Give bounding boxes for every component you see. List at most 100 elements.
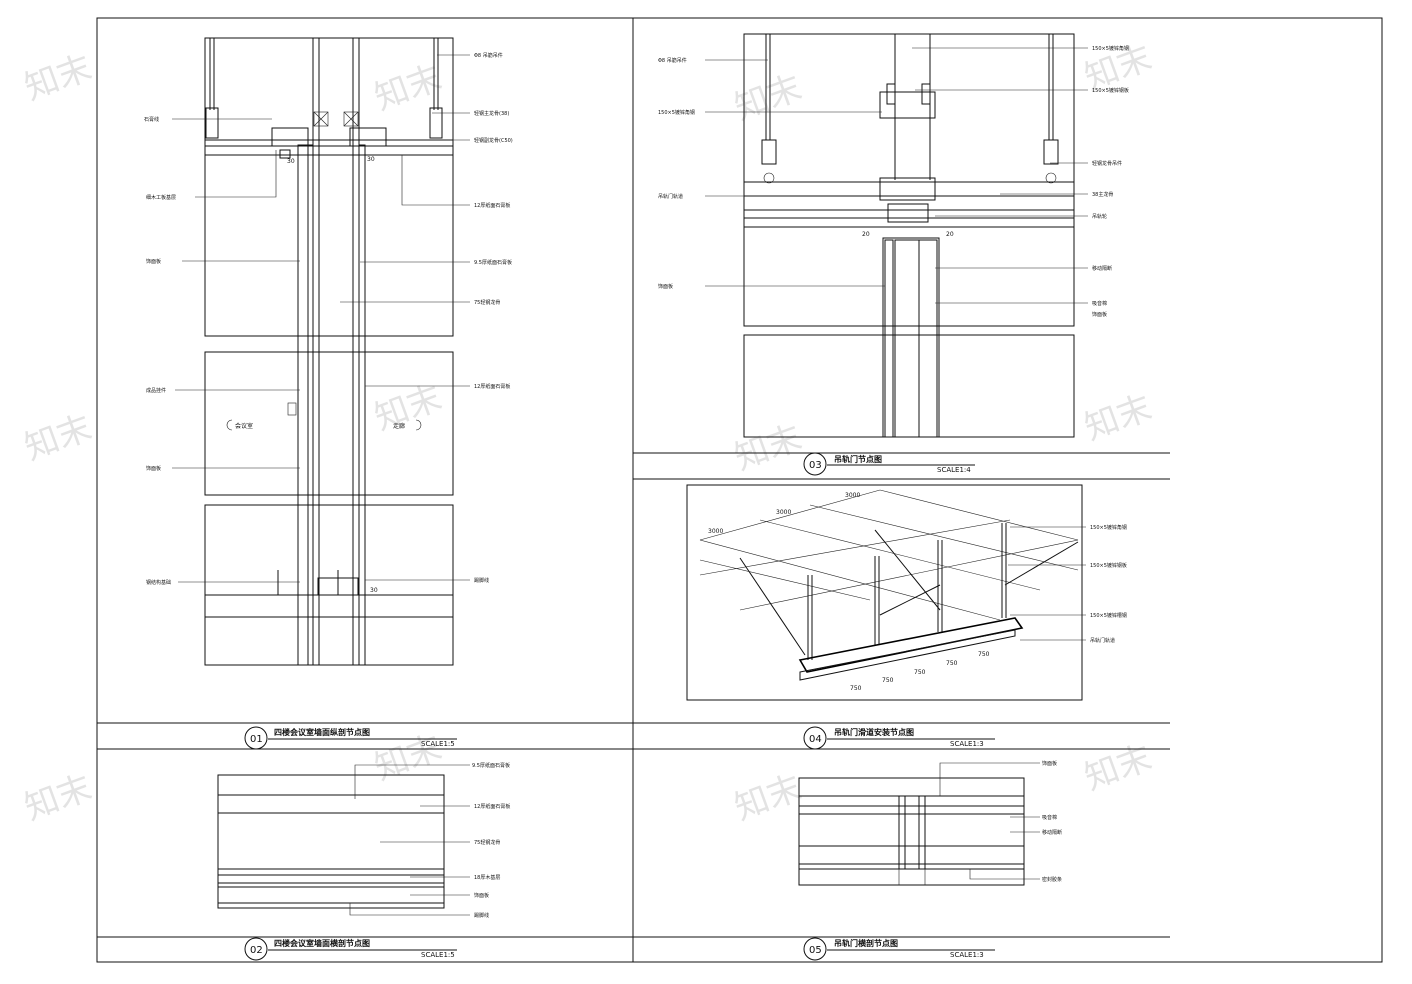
d01-label: 石膏线 [144, 116, 159, 123]
d03-label: Φ8 吊筋吊件 [658, 57, 687, 64]
d01-label: 轻钢主龙骨(38) [474, 110, 509, 117]
d02-label: 12厚纸面石膏板 [474, 803, 510, 810]
d04-label: 150×5镀锌槽钢 [1090, 612, 1127, 619]
d02-number-circle [244, 937, 268, 961]
d01-label: 12厚纸面石膏板 [474, 202, 510, 209]
d04-label: 150×5镀锌角钢 [1090, 524, 1127, 531]
watermarks: 知末 知末 知末 知末 知末 知末 知末 知末 知末 知末 知末 知末 [19, 38, 1157, 829]
watermark: 知末 [729, 68, 807, 129]
watermark: 知末 [369, 378, 447, 439]
d01-room-left: 会议室 [235, 422, 253, 430]
d02-gypsum-board [217, 794, 445, 814]
d05-number-circle [803, 937, 827, 961]
d01-dim: 30 [367, 156, 375, 163]
d01-label: 细木工板基层 [146, 194, 176, 201]
d05-scale: SCALE1:3 [950, 951, 984, 959]
watermark: 知末 [729, 768, 807, 829]
d04-dim: 3000 [708, 528, 723, 535]
d03-panel-top [743, 33, 1075, 327]
d04-frame [686, 484, 1083, 701]
d01-label: 成品挂件 [146, 387, 166, 394]
detail-05: 饰面板 吸音棉 移动隔断 密封胶条 05 吊轨门横剖节点图 SCALE1:3 [798, 760, 1062, 961]
d04-track-rail [798, 617, 1024, 673]
d01-label: 轻钢副龙骨(C50) [474, 137, 513, 144]
detail-03: 20 20 Φ8 吊筋吊件 150×5镀锌角钢 吊轨门轨道 饰面板 150×5镀… [658, 33, 1129, 476]
d02-label: 踢脚线 [474, 912, 489, 919]
d03-label: 移动隔断 [1092, 265, 1112, 272]
d01-label: 饰面板 [146, 258, 161, 265]
d01-dim: 30 [370, 587, 378, 594]
d03-label: 38主龙骨 [1092, 191, 1113, 198]
d04-dim: 750 [882, 677, 894, 684]
watermark: 知末 [19, 768, 97, 829]
d03-label: 吊轨轮 [1092, 213, 1107, 220]
d01-scale: SCALE1:5 [421, 740, 455, 748]
d03-label: 吊轨门轨道 [658, 193, 683, 200]
d01-number-circle [244, 726, 268, 750]
d04-scale: SCALE1:3 [950, 740, 984, 748]
d04-number-circle [803, 726, 827, 750]
d01-finish-panel [297, 144, 309, 666]
d05-title: 吊轨门横剖节点图 [834, 938, 898, 948]
watermark: 知末 [1079, 738, 1157, 799]
d04-dim: 3000 [845, 492, 860, 499]
d02-label: 75轻钢龙骨 [474, 839, 500, 846]
d01-label: 踢脚线 [474, 577, 489, 584]
d04-label: 150×5镀锌钢板 [1090, 562, 1127, 569]
d02-scale: SCALE1:5 [421, 951, 455, 959]
watermark: 知末 [369, 58, 447, 119]
d05-partition [798, 845, 1025, 865]
watermark: 知末 [1079, 388, 1157, 449]
d05-seal [904, 795, 920, 870]
d01-panel-bottom [204, 504, 454, 666]
d03-label: 饰面板 [658, 283, 673, 290]
d03-dim: 20 [862, 231, 870, 238]
watermark: 知末 [369, 728, 447, 789]
d01-number: 01 [250, 734, 263, 745]
d01-dim: 30 [287, 158, 295, 165]
d03-label: 150×5镀锌角钢 [1092, 45, 1129, 52]
d04-title: 吊轨门滑道安装节点图 [834, 727, 914, 737]
d05-label: 吸音棉 [1042, 814, 1057, 821]
d02-insulation [217, 812, 445, 870]
watermark: 知末 [729, 418, 807, 479]
d01-label: Φ8 吊筋吊件 [474, 52, 503, 59]
d04-dim: 3000 [776, 509, 791, 516]
d02-label: 18厚木基层 [474, 874, 500, 881]
d04-dim: 750 [914, 669, 926, 676]
d04-dim: 750 [978, 651, 990, 658]
d03-label: 轻钢龙骨吊件 [1092, 160, 1122, 167]
d01-ceiling-board [204, 145, 454, 156]
d03-label: 饰面板 [1092, 311, 1107, 318]
d03-number: 03 [809, 460, 822, 471]
d01-label: 饰面板 [146, 465, 161, 472]
d03-title: 吊轨门节点图 [834, 454, 882, 464]
d02-number: 02 [250, 945, 263, 956]
d01-floor-slab [204, 616, 454, 666]
sheet-border [96, 17, 1383, 963]
d05-label: 饰面板 [1042, 760, 1057, 767]
d03-door-leaf [882, 237, 940, 438]
d05-label: 移动隔断 [1042, 829, 1062, 836]
d01-room-right: 走廊 [393, 422, 405, 430]
d05-number: 05 [809, 945, 822, 956]
watermark: 知末 [19, 48, 97, 109]
d03-track [879, 177, 936, 201]
d02-label: 9.5厚纸面石膏板 [472, 762, 510, 769]
watermark: 知末 [19, 408, 97, 469]
detail-04: 3000 3000 3000 750 750 750 750 750 [686, 484, 1127, 750]
detail-01: 30 30 30 会议室 走廊 Φ8 吊筋吊件 轻钢主龙骨(38) 轻钢副龙骨(… [144, 37, 513, 750]
d02-title: 四楼会议室墙面横剖节点图 [274, 938, 370, 948]
d01-label: 9.5厚纸面石膏板 [474, 259, 512, 266]
d03-label: 150×5镀锌角钢 [658, 109, 695, 116]
d03-scale: SCALE1:4 [937, 466, 971, 474]
d01-label: 75轻钢龙骨 [474, 299, 500, 306]
d03-label: 吸音棉 [1092, 300, 1107, 307]
d05-insulation [798, 813, 1025, 847]
d03-ceiling-board [743, 217, 1075, 228]
d02-label: 饰面板 [474, 892, 489, 899]
detail-02: 9.5厚纸面石膏板 12厚纸面石膏板 75轻钢龙骨 18厚木基层 饰面板 踢脚线… [217, 762, 510, 961]
d03-dim: 20 [946, 231, 954, 238]
